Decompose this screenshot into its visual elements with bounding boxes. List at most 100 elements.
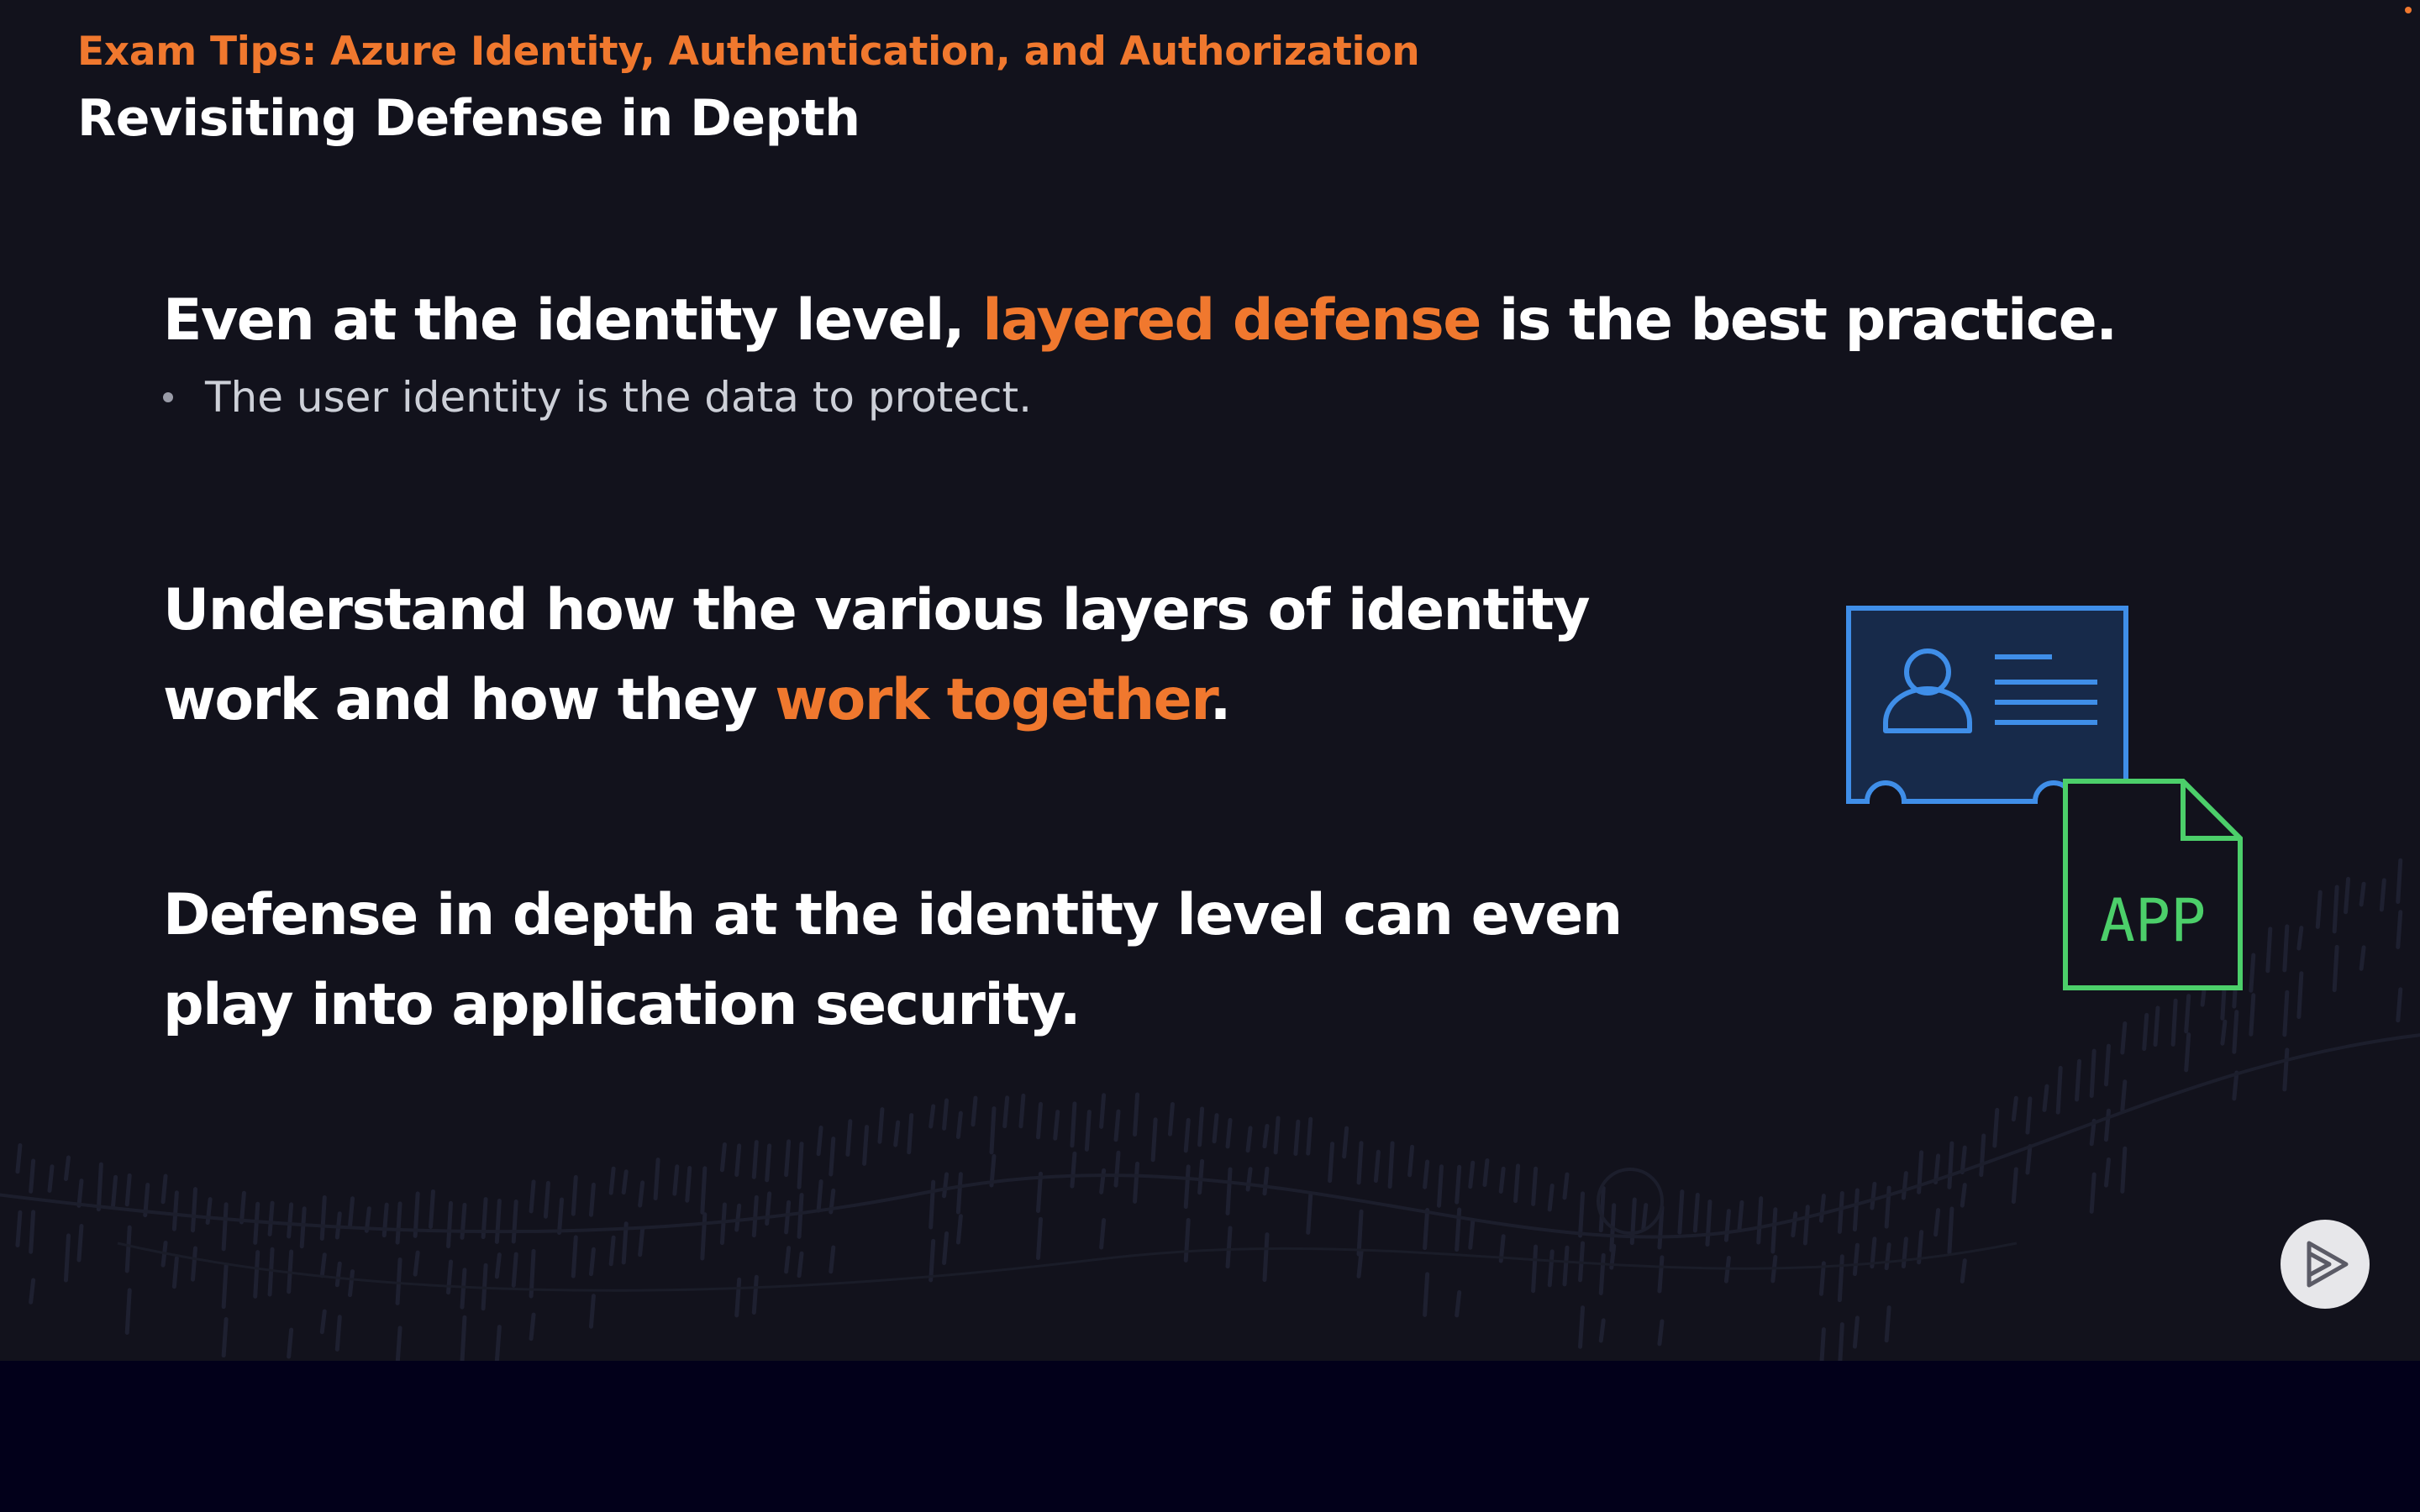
sub-bullet-1: The user identity is the data to protect… (163, 373, 1032, 422)
decorative-tick (1870, 1181, 1877, 1210)
decorative-tick (1802, 1205, 1810, 1246)
decorative-tick (15, 1142, 23, 1174)
decorative-tick (700, 1166, 708, 1215)
decorative-tick (2142, 1012, 2149, 1052)
decorative-tick (29, 1158, 36, 1194)
decorative-tick (1035, 1101, 1043, 1140)
decorative-tick (267, 1247, 275, 1297)
decorative-tick (334, 1315, 342, 1352)
decorative-tick (784, 1200, 792, 1235)
decorative-tick (1212, 1113, 1219, 1144)
decorative-tick (1852, 1188, 1860, 1232)
decorative-tick (1306, 1193, 1313, 1235)
decorative-tick (1053, 1110, 1060, 1141)
decorative-tick (2249, 953, 2256, 993)
decorative-tick (2103, 1108, 2111, 1142)
key-point-3-text: Defense in depth at the identity level c… (163, 882, 1623, 1038)
decorative-tick (1133, 1161, 1140, 1204)
decorative-tick (2170, 998, 2178, 1047)
decorative-tick (1657, 1319, 1665, 1347)
decorative-tick (2396, 987, 2403, 1023)
decorative-tick (239, 1190, 246, 1225)
decorative-tick (511, 1252, 518, 1288)
decorative-tick (1197, 1158, 1205, 1195)
decorative-tick (494, 1325, 502, 1361)
decorative-tick (460, 1315, 467, 1361)
decorative-tick (765, 1191, 772, 1226)
decorative-tick (171, 1190, 179, 1231)
bullet-dot-icon (163, 391, 173, 402)
decorative-tick (1356, 1249, 1364, 1278)
decorative-tick (797, 1192, 804, 1239)
decorative-tick (1705, 1200, 1712, 1247)
decorative-tick (319, 1252, 327, 1278)
decorative-tick (1356, 1141, 1364, 1185)
decorative-tick (2089, 1048, 2096, 1099)
decorative-tick (797, 1251, 804, 1278)
decorative-tick (2075, 1058, 2082, 1102)
decorative-tick (1852, 1315, 1860, 1349)
decorative-tick (719, 1142, 727, 1173)
decorative-tick (1657, 1255, 1665, 1294)
decorative-tick (1356, 1209, 1364, 1257)
decorative-tick (2011, 1167, 2018, 1205)
decorative-tick (1070, 1151, 1077, 1189)
decorative-tick (1884, 1305, 1891, 1343)
decorative-tick (111, 1174, 118, 1208)
key-point-2-highlight: work together (775, 667, 1211, 733)
decorative-tick (2359, 945, 2366, 971)
decorative-tick (47, 1164, 55, 1193)
key-point-1: Even at the identity level, layered defe… (163, 276, 2118, 365)
decorative-tick (608, 1235, 616, 1267)
decorative-tick (1482, 1158, 1490, 1188)
decorative-tick (1468, 1160, 1476, 1189)
decorative-tick (638, 1226, 645, 1257)
decorative-tick (2396, 858, 2403, 905)
decorative-tick (638, 1180, 645, 1208)
decorative-tick (734, 1203, 742, 1232)
decorative-tick (1562, 1245, 1570, 1287)
decorative-tick (2232, 1070, 2239, 1101)
decorative-tick (1423, 1159, 1430, 1189)
decorative-tick (76, 1179, 84, 1208)
decorative-tick (1598, 1252, 1606, 1295)
decorative-tick (955, 1214, 963, 1245)
decorative-tick (2103, 1157, 2111, 1188)
decorative-tick (1677, 1189, 1685, 1235)
decorative-tick (2089, 1172, 2096, 1214)
decorative-tick (1992, 1107, 2000, 1148)
decorative-tick (971, 1095, 978, 1127)
decorative-tick (719, 1202, 727, 1246)
decorative-tick (221, 1316, 229, 1358)
decorative-tick (1531, 1166, 1539, 1206)
decorative-tick (608, 1166, 616, 1195)
decorative-tick (829, 1245, 836, 1274)
decorative-tick (1387, 1141, 1395, 1189)
decorative-tick (287, 1327, 294, 1359)
app-label: APP (2100, 886, 2206, 955)
decorative-tick (395, 1326, 402, 1361)
decorative-tick (1436, 1164, 1444, 1208)
decorative-tick (2265, 927, 2273, 974)
decorative-tick (1197, 1106, 1205, 1147)
decorative-tick (2055, 1065, 2063, 1115)
app-document-icon: APP (2063, 779, 2243, 990)
decorative-tick (319, 1195, 327, 1241)
decorative-tick (494, 1199, 502, 1244)
decorative-tick (171, 1256, 179, 1289)
decorative-tick (816, 1125, 823, 1157)
decorative-tick (1578, 1191, 1586, 1238)
key-point-1-text-start: Even at the identity level, (163, 287, 983, 354)
decorative-tick (319, 1309, 327, 1335)
decorative-tick (1598, 1185, 1606, 1233)
decorative-tick (2282, 924, 2290, 973)
decorative-tick (191, 1246, 198, 1282)
decorative-tick (1099, 1218, 1107, 1250)
decorative-tick (1183, 1164, 1191, 1210)
decorative-tick (2379, 878, 2386, 912)
decorative-tick (2042, 1084, 2049, 1112)
play-logo-button[interactable] (2281, 1220, 2370, 1309)
decorative-tick (1947, 1206, 1954, 1255)
decorative-tick (1901, 1236, 1908, 1269)
decorative-tick (2025, 1096, 2033, 1135)
